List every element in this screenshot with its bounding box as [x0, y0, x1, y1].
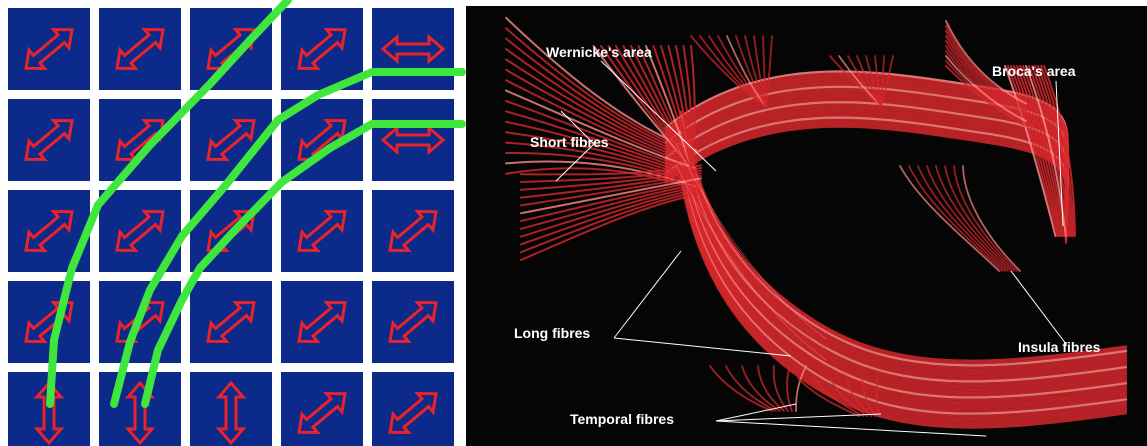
grid-cell: [190, 281, 272, 363]
grid-cell: [372, 281, 454, 363]
fibre-bundles: [506, 18, 1126, 428]
grid-cell: [8, 99, 90, 181]
long-fibres-leader-line: [614, 251, 681, 338]
fibre-strand: [787, 366, 792, 411]
grid-cell: [281, 281, 363, 363]
grid-cell: [281, 190, 363, 272]
grid-cell: [372, 190, 454, 272]
wernickes-area-label: Wernicke's area: [546, 44, 652, 60]
temporal-fibres-label: Temporal fibres: [570, 411, 674, 427]
temporal-leader-line-2: [716, 414, 881, 421]
short-fibres-label: Short fibres: [530, 134, 609, 150]
grid-cell: [281, 372, 363, 446]
grid-cell: [372, 372, 454, 446]
insula-leader-line: [1011, 271, 1066, 344]
brain-fibre-panel: Wernicke's area Broca's area Short fibre…: [466, 6, 1147, 446]
grid-cell: [190, 8, 272, 90]
insula-fibres-label: Insula fibres: [1018, 339, 1100, 355]
long-fibres-label: Long fibres: [514, 325, 590, 341]
grid-cell: [8, 281, 90, 363]
grid-cell: [8, 8, 90, 90]
tractography-grid-panel: [0, 0, 470, 446]
grid-cell: [99, 8, 181, 90]
brocas-area-label: Broca's area: [992, 63, 1076, 79]
fibre-strand: [726, 366, 776, 411]
tensor-grid-diagram: [0, 0, 470, 446]
grid-cell: [99, 99, 181, 181]
